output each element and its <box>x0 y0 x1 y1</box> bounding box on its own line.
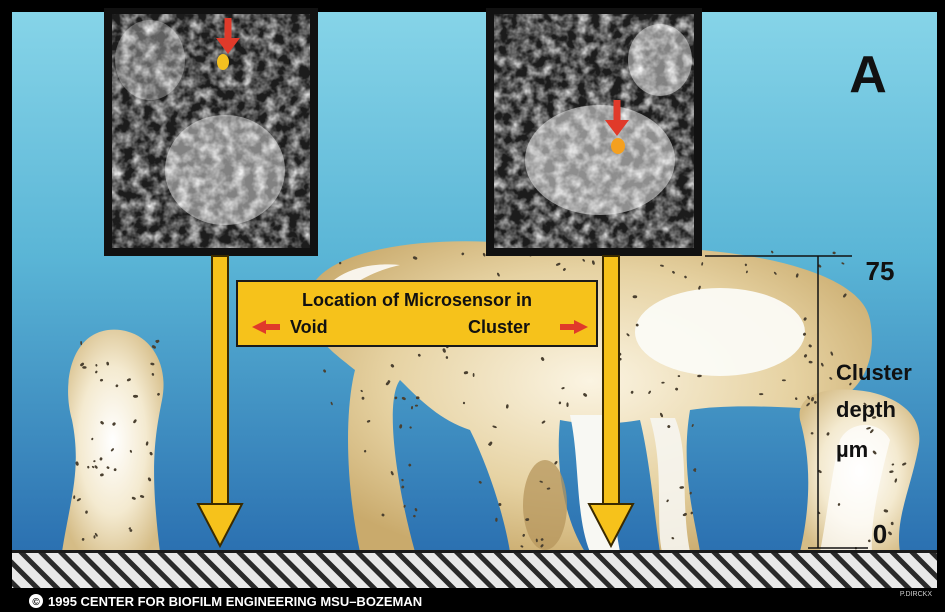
copyright-icon: © <box>32 597 40 608</box>
legend-title: Location of Microsensor in <box>302 290 532 310</box>
legend-box: Location of Microsensor in Void Cluster <box>237 281 597 346</box>
biofilm-pillar-left <box>62 330 164 552</box>
legend-void-label: Void <box>290 317 328 337</box>
scale-label-line2: depth <box>836 397 896 422</box>
artist-signature: P.DIRCKX <box>900 591 932 598</box>
microsensor-void <box>217 54 229 70</box>
micrograph-void <box>104 8 318 256</box>
micrograph-cluster <box>486 8 702 256</box>
microsensor-cluster <box>611 138 625 154</box>
scale-bottom-value: 0 <box>873 519 887 549</box>
bacterium-dot <box>566 402 568 407</box>
bacterium-dot <box>633 295 638 298</box>
legend-cluster-label: Cluster <box>468 317 530 337</box>
scale-top-value: 75 <box>866 256 895 286</box>
footer-credit: 1995 CENTER FOR BIOFILM ENGINEERING MSU–… <box>48 594 422 609</box>
panel-label: A <box>849 46 887 104</box>
scale-label-line1: Cluster <box>836 360 912 385</box>
bacterium-dot <box>473 373 475 377</box>
scale-label-line3: µm <box>836 437 868 462</box>
substratum <box>12 552 937 588</box>
